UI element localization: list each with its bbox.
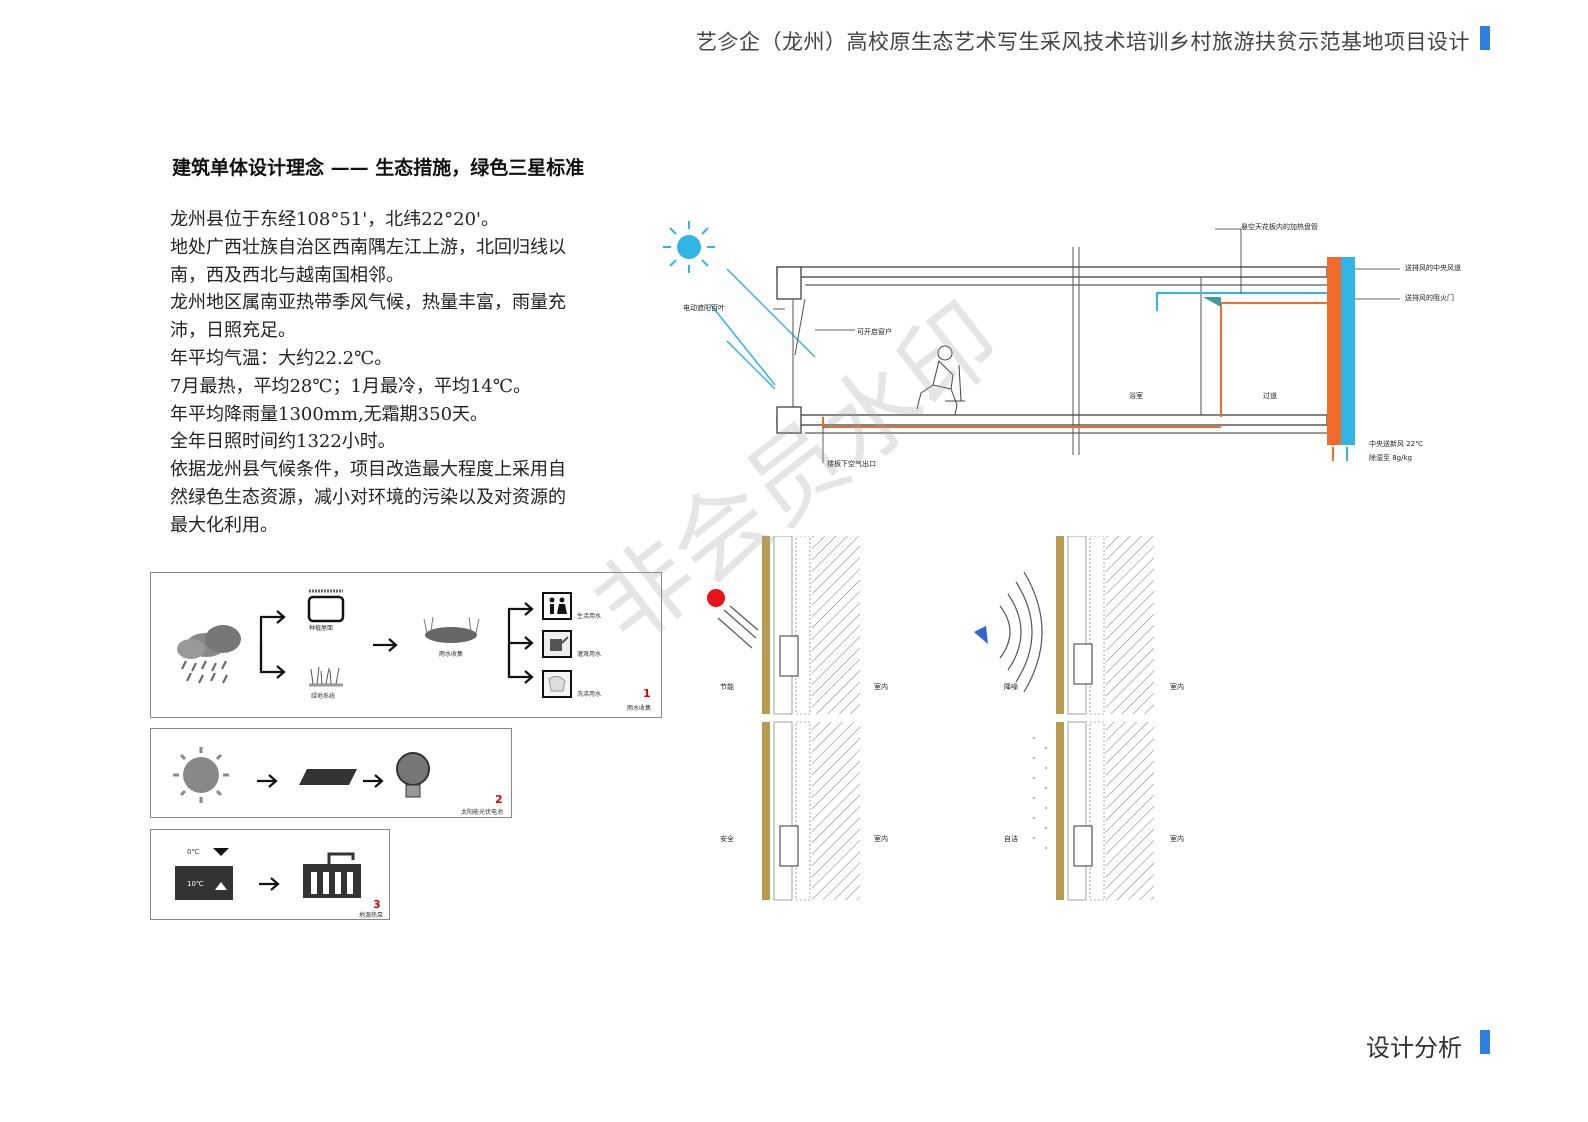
branch-arrow-icon	[259, 610, 286, 679]
header-accent-bar	[1480, 26, 1490, 50]
use-1-label: 生活用水	[577, 613, 602, 620]
sun-icon	[663, 221, 715, 273]
fresh-air-duct	[1341, 257, 1355, 445]
ceiling-pipe-label: 悬空天花板内的加热盘管	[1241, 223, 1318, 231]
sun-ray-icon	[710, 268, 816, 390]
temp-high-label: 10℃	[187, 880, 204, 888]
climate-description: 龙州县位于东经108°51'，北纬22°20'。 地处广西壮族自治区西南隅左江上…	[170, 206, 640, 540]
footer-title: 设计分析	[1366, 1034, 1462, 1062]
temp-low-label: 0℃	[187, 848, 200, 856]
dehumid-label: 除湿至 8g/kg	[1369, 454, 1412, 462]
green-system-label: 绿地系统	[311, 693, 336, 700]
use-3-label: 洗涤用水	[577, 691, 602, 698]
panel-number: 1	[643, 687, 651, 700]
blind-label: 电动遮阳百叶	[683, 304, 725, 312]
arrow-icon	[363, 774, 384, 788]
body-line: 年平均气温：大约22.2℃。	[170, 347, 393, 369]
solar-panel: 2 太阳能光伏电池	[150, 728, 512, 818]
indoor-label: 室内	[874, 835, 888, 843]
indoor-label: 室内	[1170, 835, 1184, 843]
geothermal-diagram	[175, 848, 361, 900]
wall-section	[762, 721, 860, 901]
geothermal-panel: 0℃ 10℃ 3 地源热泵	[150, 829, 390, 920]
fire-damper-label: 送排风的阻火门	[1405, 294, 1454, 302]
body-line: 全年日照时间约1322小时。	[170, 431, 396, 453]
body-line: 龙州地区属南亚热带季风气候，热量丰富，雨量充	[170, 292, 566, 314]
noise-label: 降噪	[1004, 683, 1018, 691]
wall-section	[1056, 721, 1154, 901]
body-line: 龙州县位于东经108°51'，北纬22°20'。	[170, 209, 499, 230]
window-label: 可开启窗户	[857, 328, 892, 336]
heat-pump-icon	[303, 852, 361, 898]
self-clean-label: 自洁	[1004, 835, 1018, 843]
wall-section	[762, 535, 860, 715]
solar-cell-icon	[299, 769, 357, 785]
corridor-label: 过道	[1263, 392, 1277, 400]
red-sun-icon	[707, 589, 725, 607]
restroom-icon	[542, 592, 572, 620]
collect-label: 雨水收集	[439, 651, 464, 658]
seated-person-icon	[916, 345, 965, 416]
light-bulb-icon	[396, 752, 430, 798]
body-line: 年平均降雨量1300mm,无霜期350天。	[170, 403, 489, 425]
bath-label: 浴室	[1129, 392, 1143, 400]
body-line: 南，西及西北与越南国相邻。	[170, 264, 404, 286]
arrow-icon	[373, 638, 398, 652]
planting-roof-icon	[307, 595, 345, 623]
floor-outlet-label: 楼板下空气出口	[827, 460, 876, 468]
speaker-icon	[974, 626, 988, 644]
ground-block-icon	[175, 866, 233, 900]
rainwater-panel: 种植屋面 绿地系统 雨水收集 生活用水 灌溉用水 洗涤用水 1 雨水收集	[150, 572, 662, 718]
indoor-label: 室内	[1170, 683, 1184, 691]
wall-details-svg	[707, 535, 1154, 901]
panel-number: 3	[373, 898, 381, 911]
planting-roof-label: 种植屋面	[309, 625, 334, 632]
panel-caption: 雨水收集	[627, 705, 652, 712]
use-2-label: 灌溉用水	[577, 651, 602, 658]
solar-diagram	[173, 747, 430, 803]
down-arrow-icon	[213, 848, 229, 856]
wall-details: 节能 室内 降噪 室内 安全 室内 自洁 室内	[700, 535, 1220, 902]
up-arrow-icon	[215, 882, 227, 890]
rain-cloud-icon	[177, 625, 241, 684]
safety-label: 安全	[720, 835, 734, 843]
arrow-icon	[257, 774, 278, 788]
heat-ray-icon	[717, 605, 759, 649]
panel-caption: 地源热泵	[359, 912, 384, 919]
body-line: 7月最热，平均28℃；1月最冷，平均14℃。	[170, 375, 531, 397]
section-title: 建筑单体设计理念 —— 生态措施，绿色三星标准	[172, 157, 585, 179]
body-line: 然绿色生态资源，减小对环境的污染以及对资源的	[170, 486, 566, 508]
energy-label: 节能	[720, 683, 734, 691]
exhaust-duct	[1327, 257, 1341, 445]
rainwater-diagram	[177, 589, 572, 698]
pond-icon	[423, 616, 480, 643]
body-line: 最大化利用。	[170, 514, 278, 536]
ventilation-section-svg	[663, 221, 1400, 463]
exhaust-duct-label: 送排风的中央风道	[1405, 264, 1461, 272]
footer-accent-bar	[1480, 1030, 1490, 1054]
distribution-arrow-icon	[507, 602, 534, 684]
panel-caption: 太阳能光伏电池	[461, 809, 504, 816]
body-line: 沛，日照充足。	[170, 320, 296, 342]
fresh-air-label: 中央送新风 22℃	[1369, 440, 1423, 448]
green-system-icon	[309, 666, 343, 687]
project-title: 艺㐱企（龙州）高校原生态艺术写生采风技术培训乡村旅游扶贫示范基地项目设计	[696, 30, 1470, 54]
panel-number: 2	[495, 793, 503, 806]
body-line: 地处广西壮族自治区西南隅左江上游，北回归线以	[170, 236, 566, 258]
rain-drop-icon	[1033, 737, 1047, 849]
body-line: 依据龙州县气候条件，项目改造最大程度上采用自	[170, 459, 566, 481]
wall-section	[1056, 535, 1154, 715]
sun-icon	[173, 747, 229, 803]
sound-wave-icon	[999, 571, 1043, 693]
arrow-icon	[259, 877, 280, 891]
indoor-label: 室内	[874, 683, 888, 691]
ventilation-section-diagram: 悬空天花板内的加热盘管 送排风的中央风道 送排风的阻火门 电动遮阳百叶 可开启窗…	[655, 205, 1485, 480]
